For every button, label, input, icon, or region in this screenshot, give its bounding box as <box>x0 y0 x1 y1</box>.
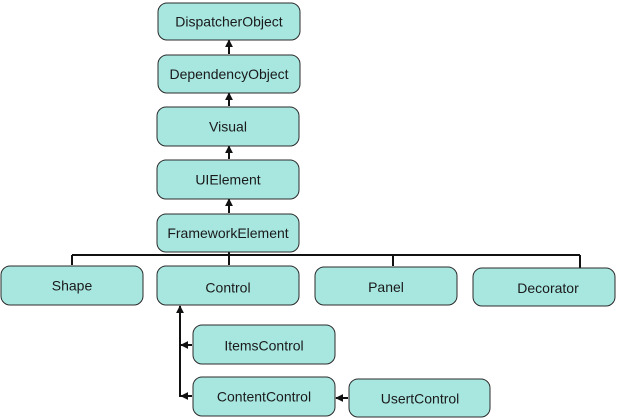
node-label: UsertControl <box>381 391 460 407</box>
node-items-control: ItemsControl <box>192 324 336 365</box>
edges <box>71 39 581 402</box>
node-label: Control <box>205 280 250 296</box>
node-control: Control <box>156 265 300 306</box>
node-panel: Panel <box>314 266 458 306</box>
node-label: Panel <box>368 279 404 295</box>
node-label: DispatcherObject <box>175 14 282 30</box>
node-usert-control: UsertControl <box>348 378 491 418</box>
node-decorator: Decorator <box>472 267 616 307</box>
node-label: DependencyObject <box>169 66 288 82</box>
node-dependency-object: DependencyObject <box>157 54 301 94</box>
node-ui-element: UIElement <box>156 159 300 200</box>
node-label: UIElement <box>195 172 260 188</box>
node-dispatcher-object: DispatcherObject <box>157 2 301 41</box>
node-label: ContentControl <box>217 389 311 405</box>
node-shape: Shape <box>0 265 144 306</box>
node-label: Decorator <box>517 280 579 296</box>
node-content-control: ContentControl <box>192 376 336 417</box>
node-label: ItemsControl <box>224 338 303 354</box>
node-framework-element: FrameworkElement <box>156 213 300 253</box>
node-visual: Visual <box>156 106 300 147</box>
node-label: Shape <box>52 278 93 294</box>
node-label: Visual <box>209 119 247 135</box>
node-label: FrameworkElement <box>167 225 288 241</box>
